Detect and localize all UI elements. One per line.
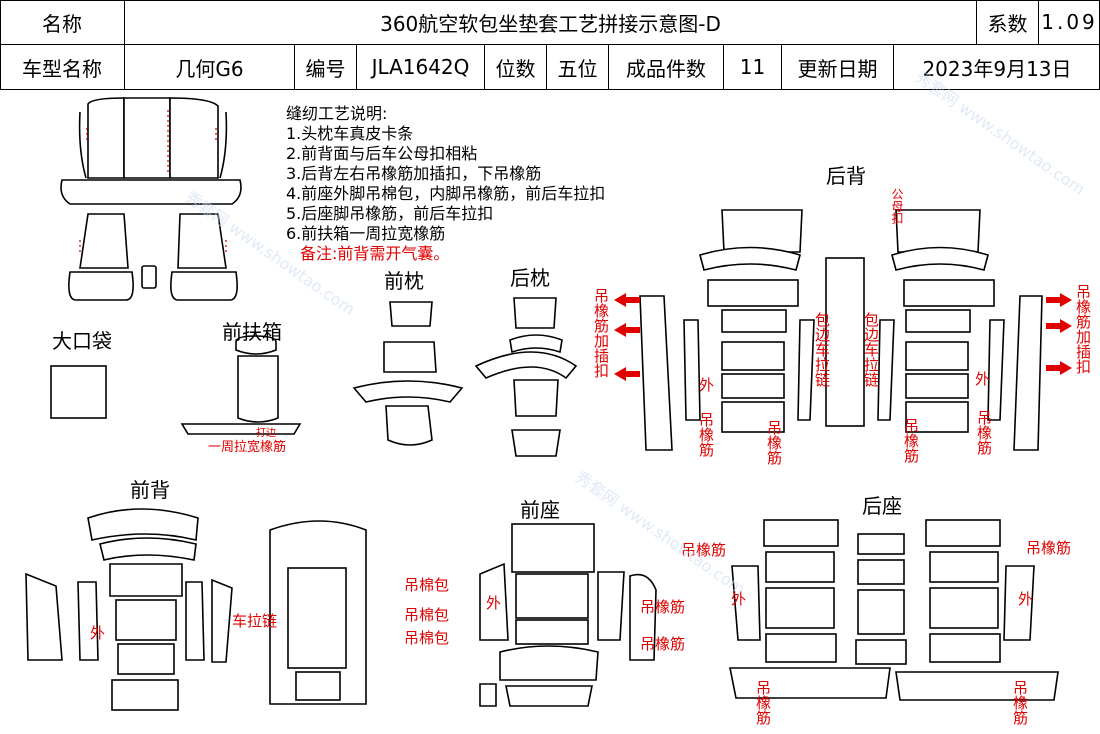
code-label: 编号 xyxy=(295,45,357,90)
label-rear-back-left-clip: 吊橡筋加插扣 xyxy=(592,288,610,378)
label-hang-elastic: 吊橡筋 xyxy=(754,680,772,725)
notes-remark: 备注:前背需开气囊。 xyxy=(300,244,450,263)
label-edge-zipper-right: 包边车拉链 xyxy=(862,312,880,387)
coef-value: 1.09 xyxy=(1039,0,1100,45)
title-front-seat: 前座 xyxy=(520,498,560,522)
label-male-female-clip: 公母扣 xyxy=(890,188,904,224)
label-hang-elastic: 吊橡筋 xyxy=(902,418,920,463)
title-rear-back: 后背 xyxy=(826,164,866,188)
label-armrest-edge: 打边 xyxy=(256,428,276,439)
title-front-headrest: 前枕 xyxy=(384,269,424,293)
label-hang-elastic: 吊橡筋 xyxy=(640,598,686,616)
model-value: 几何G6 xyxy=(125,45,295,90)
note-item: 2.前背面与后车公母扣相粘 xyxy=(286,144,478,163)
note-item: 5.后座脚吊橡筋，前后车拉扣 xyxy=(286,204,494,223)
label-hang-elastic: 吊橡筋 xyxy=(1011,680,1029,725)
label-outer: 外 xyxy=(975,370,991,388)
title-rear-seat: 后座 xyxy=(862,494,902,518)
title-front-armrest: 前扶箱 xyxy=(222,320,282,344)
title-rear-headrest: 后枕 xyxy=(510,266,550,290)
label-hang-elastic: 吊橡筋 xyxy=(640,635,686,653)
coef-label: 系数 xyxy=(977,0,1039,45)
rear-headrest-pieces xyxy=(474,297,578,457)
label-hang-elastic: 吊橡筋 xyxy=(975,410,993,455)
label-hang-cotton: 吊棉包 xyxy=(404,606,450,624)
label-outer: 外 xyxy=(486,594,502,612)
label-armrest-elastic: 一周拉宽橡筋 xyxy=(208,440,287,455)
label-hang-cotton: 吊棉包 xyxy=(404,576,450,594)
notes-heading: 缝纫工艺说明: xyxy=(286,104,388,123)
front-seat-pieces xyxy=(479,523,657,707)
label-edge-zipper-left: 包边车拉链 xyxy=(813,312,831,387)
name-label: 名称 xyxy=(0,0,125,45)
note-item: 6.前扶箱一周拉宽橡筋 xyxy=(286,224,446,243)
label-hang-elastic: 吊橡筋 xyxy=(1026,539,1072,557)
pieces-label: 成品件数 xyxy=(609,45,724,90)
label-hang-elastic: 吊橡筋 xyxy=(697,412,715,457)
label-outer: 外 xyxy=(1018,590,1034,608)
diagram-title: 360航空软包坐垫套工艺拼接示意图-D xyxy=(125,0,977,45)
update-label: 更新日期 xyxy=(782,45,894,90)
header-table: 名称 360航空软包坐垫套工艺拼接示意图-D 系数 1.09 车型名称 几何G6… xyxy=(0,0,1100,90)
title-big-pocket: 大口袋 xyxy=(52,329,112,353)
title-front-back: 前背 xyxy=(130,478,170,502)
rear-seat-pieces xyxy=(729,519,1059,701)
label-hang-elastic: 吊橡筋 xyxy=(765,420,783,465)
code-value: JLA1642Q xyxy=(357,45,485,90)
label-hang-cotton: 吊棉包 xyxy=(404,629,450,647)
rear-bench-thumbnail xyxy=(60,97,242,205)
label-outer: 外 xyxy=(699,376,715,394)
label-car-zipper: 车拉链 xyxy=(232,612,278,630)
front-back-pieces xyxy=(25,508,367,711)
note-item: 1.头枕车真皮卡条 xyxy=(286,124,414,143)
front-seats-thumbnail xyxy=(68,213,238,301)
label-hang-elastic: 吊橡筋 xyxy=(681,541,727,559)
label-outer: 外 xyxy=(90,624,106,642)
front-headrest-pieces xyxy=(352,301,464,446)
sewing-notes: 缝纫工艺说明: 1.头枕车真皮卡条 2.前背面与后车公母扣相粘 3.后背左右吊橡… xyxy=(286,104,605,264)
note-item: 4.前座外脚吊棉包，内脚吊橡筋，前后车拉扣 xyxy=(286,184,606,203)
big-pocket-piece xyxy=(50,365,107,419)
rear-back-pieces xyxy=(614,209,1072,451)
label-rear-back-right-clip: 吊橡筋加插扣 xyxy=(1074,284,1092,374)
note-item: 3.后背左右吊橡筋加插扣，下吊橡筋 xyxy=(286,164,542,183)
front-armrest-pieces xyxy=(180,335,302,435)
label-outer: 外 xyxy=(731,590,747,608)
